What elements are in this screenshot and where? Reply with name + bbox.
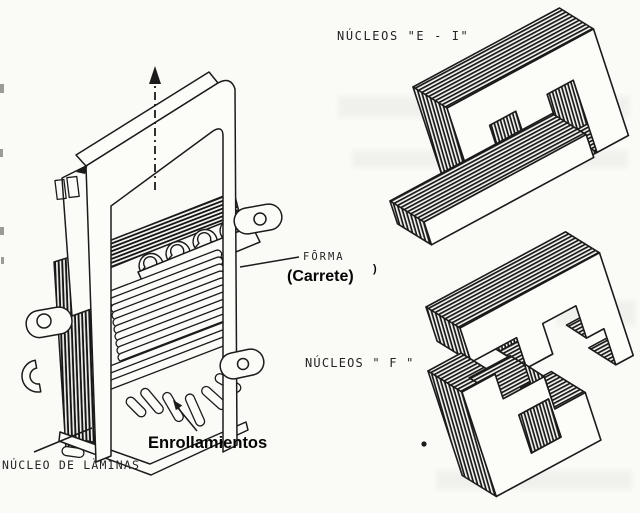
f-lower-window xyxy=(518,398,562,454)
lift-arrow xyxy=(149,66,161,190)
leader-lines xyxy=(33,256,300,453)
ear-hole xyxy=(36,313,52,329)
mounting-ears xyxy=(21,203,283,393)
page-edge-artifacts xyxy=(0,84,4,264)
forma-leader xyxy=(239,256,300,268)
enrollamientos-leader xyxy=(177,407,198,432)
label-nucleos-ei: NÚCLEOS "E - I" xyxy=(337,28,469,43)
ei-core-drawing xyxy=(389,7,630,246)
cover-vent-slots xyxy=(54,175,80,201)
transformer-assembly-drawing xyxy=(21,66,283,476)
i-bar-front-face xyxy=(423,133,595,246)
cover-corner-mark xyxy=(76,164,88,174)
nucleo-laminas-leader xyxy=(33,427,93,453)
f-upper-front-face xyxy=(459,252,634,369)
cover-front-frame xyxy=(85,79,238,463)
winding-layers xyxy=(96,249,237,394)
label-enrollamientos: Enrollamientos xyxy=(148,434,267,452)
label-forma: FŌRMA xyxy=(303,250,345,263)
enrollamientos-arrowhead xyxy=(173,400,183,411)
label-nucleo-laminas: NÚCLEO DE LÄMINAS xyxy=(2,457,140,472)
figure-labels: NÚCLEOS "E - I" NÚCLEOS " F " FŌRMA (Car… xyxy=(2,28,469,472)
rivet-dot xyxy=(421,441,427,447)
label-carrete: (Carrete) xyxy=(287,268,354,285)
ear-hole xyxy=(253,212,267,226)
ear-hook xyxy=(21,359,42,393)
f-core-drawing xyxy=(421,231,634,498)
label-carrete-suffix: ) xyxy=(373,263,377,275)
label-nucleos-f: NÚCLEOS " F " xyxy=(305,355,415,370)
ear-hole xyxy=(236,357,250,371)
